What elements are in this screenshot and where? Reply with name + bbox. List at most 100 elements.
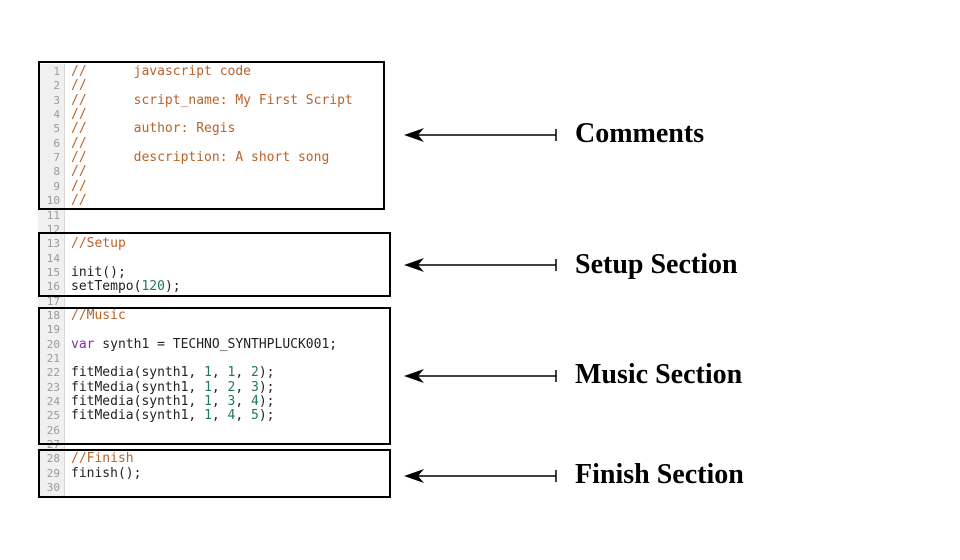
comments-arrow xyxy=(404,128,557,142)
code-text: var synth1 = TECHNO_SYNTHPLUCK001; xyxy=(71,336,338,352)
code-token: //Setup xyxy=(71,236,126,252)
setup-arrow xyxy=(404,258,557,272)
line-number: 15 xyxy=(46,265,60,279)
code-text: // description: A short song xyxy=(71,151,329,165)
code-token: 4 xyxy=(227,408,236,424)
code-token: 1 xyxy=(204,394,212,410)
code-editor: 1 // javascript code 2 // 3 // script_name: M… xyxy=(38,64,388,498)
line-number: 1 xyxy=(53,65,60,78)
code-token: var xyxy=(71,336,95,352)
code-token: , xyxy=(211,379,228,395)
line-number-gutter xyxy=(38,64,65,498)
code-text: finish(); xyxy=(71,465,142,481)
code-token: // xyxy=(71,178,87,194)
code-token: // description: A short song xyxy=(71,150,330,166)
code-token: //Finish xyxy=(71,451,134,467)
line-number: 25 xyxy=(46,409,60,423)
code-token: , xyxy=(211,394,228,410)
code-text: // xyxy=(71,108,87,122)
line-number: 30 xyxy=(46,481,60,495)
code-token: fitMedia(synth1, xyxy=(71,394,205,410)
code-text: // xyxy=(71,165,87,179)
code-token: 120 xyxy=(141,279,165,295)
setup-section-label: Setup Section xyxy=(575,249,738,280)
code-token: 1 xyxy=(227,365,236,381)
code-token: 2 xyxy=(227,379,236,395)
code-token: fitMedia(synth1, xyxy=(71,379,205,395)
music-section-label: Music Section xyxy=(575,359,743,390)
comments-label: Comments xyxy=(575,118,705,149)
code-token: init(); xyxy=(71,264,126,280)
line-number: 6 xyxy=(53,136,60,150)
line-number: 23 xyxy=(46,380,60,394)
code-token: // xyxy=(71,164,87,180)
line-number: 5 xyxy=(53,122,60,136)
code-token: ); xyxy=(258,394,275,410)
line-number: 13 xyxy=(46,237,60,251)
code-text: // xyxy=(71,178,87,194)
code-token: , xyxy=(235,394,252,410)
line-number: 9 xyxy=(53,179,60,193)
code-text: //Setup xyxy=(71,237,126,251)
code-token: 1 xyxy=(204,408,212,424)
code-token: // javascript code xyxy=(71,64,252,79)
code-text: // author: Regis xyxy=(71,122,235,136)
finish-arrow xyxy=(404,469,557,483)
line-number: 20 xyxy=(46,337,60,351)
code-token: , xyxy=(235,365,252,381)
code-token: ); xyxy=(258,379,275,395)
code-token: 5 xyxy=(251,408,259,424)
code-token: ); xyxy=(258,408,275,424)
code-text: fitMedia(synth1, 1, 1, 2); xyxy=(71,366,275,380)
line-number: 28 xyxy=(46,452,60,466)
line-number: 18 xyxy=(46,308,60,322)
code-token: fitMedia(synth1, xyxy=(71,408,205,424)
code-token: 1 xyxy=(204,365,212,381)
line-number: 16 xyxy=(46,280,60,294)
code-token: ); xyxy=(258,365,275,381)
line-number: 2 xyxy=(53,79,60,93)
code-token: 4 xyxy=(251,394,259,410)
code-token: // xyxy=(71,193,87,209)
line-number: 26 xyxy=(46,423,60,437)
code-token: // xyxy=(71,107,87,123)
code-token: synth1 = TECHNO_SYNTHPLUCK001; xyxy=(94,336,338,352)
code-text: init(); xyxy=(71,264,126,280)
code-token: setTempo( xyxy=(71,279,142,295)
code-token: , xyxy=(211,408,228,424)
line-number: 3 xyxy=(53,93,60,107)
code-token: , xyxy=(211,365,228,381)
line-number: 14 xyxy=(46,251,60,265)
code-token: //Music xyxy=(71,307,126,323)
code-text: setTempo(120); xyxy=(71,280,181,294)
music-section-box xyxy=(38,307,391,445)
line-number: 21 xyxy=(46,352,60,365)
code-text: // xyxy=(71,136,87,151)
line-number: 8 xyxy=(53,165,60,179)
code-token: finish(); xyxy=(71,465,142,481)
setup-section-box xyxy=(38,232,391,297)
line-number: 24 xyxy=(46,395,60,409)
code-token: // script_name: My First Script xyxy=(71,92,353,108)
line-number: 22 xyxy=(46,366,60,380)
code-token: , xyxy=(235,379,252,395)
line-number: 7 xyxy=(53,151,60,165)
code-token: fitMedia(synth1, xyxy=(71,365,205,381)
code-text: //Finish xyxy=(71,452,134,466)
code-text: //Music xyxy=(71,307,126,323)
line-number: 19 xyxy=(46,323,60,337)
code-token: , xyxy=(235,408,252,424)
code-text: // script_name: My First Script xyxy=(71,92,353,108)
code-text: // xyxy=(71,79,87,93)
code-token: 3 xyxy=(227,394,236,410)
code-token: // xyxy=(71,78,87,94)
code-token: 1 xyxy=(204,379,212,395)
line-number: 4 xyxy=(53,108,60,122)
code-text: // javascript code xyxy=(71,65,251,79)
line-number: 10 xyxy=(46,194,60,208)
code-text: fitMedia(synth1, 1, 2, 3); xyxy=(71,379,275,395)
code-text: // xyxy=(71,194,87,208)
line-number: 17 xyxy=(46,294,60,308)
finish-section-box xyxy=(38,449,391,498)
code-token: ); xyxy=(164,279,181,295)
